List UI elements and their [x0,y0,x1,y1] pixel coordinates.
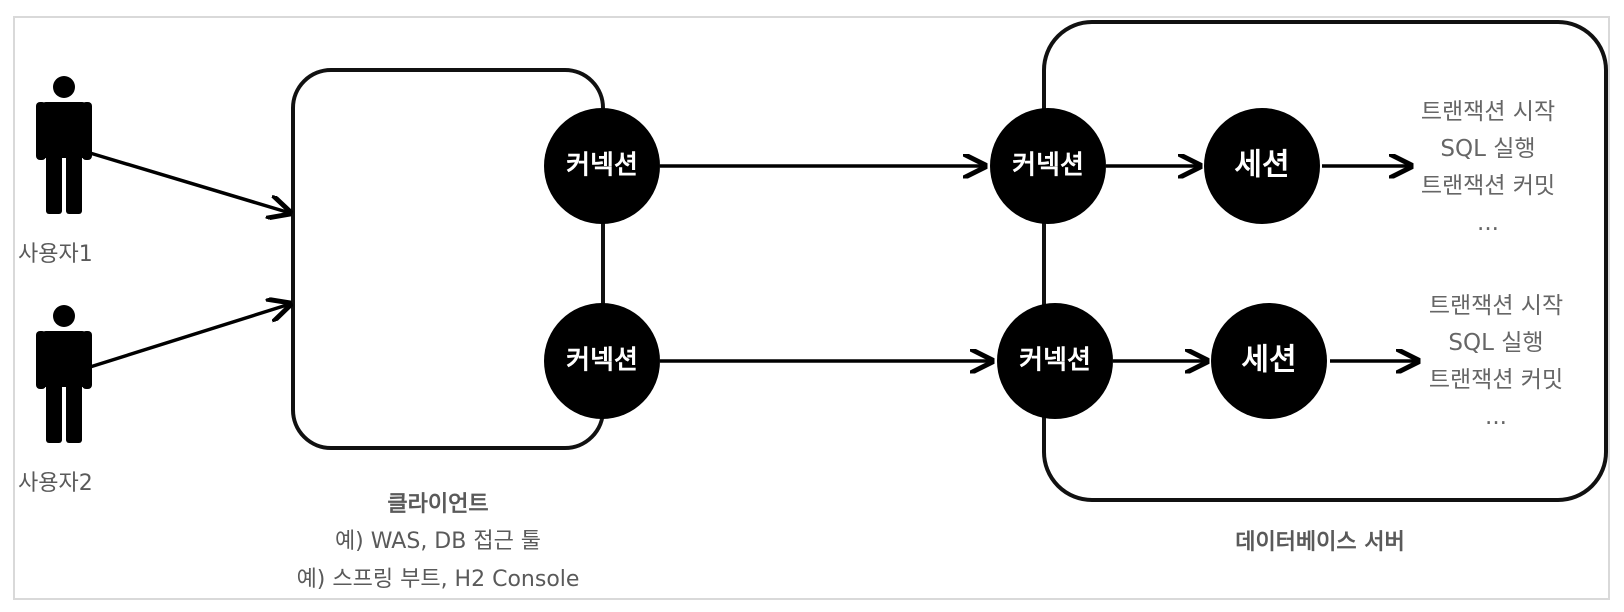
session-label: 세션 [1234,148,1289,183]
transaction-commit: 트랜잭션 커밋 [1428,367,1564,393]
server-connection-label: 커넥션 [1012,151,1084,181]
server-connection-node-1: 커넥션 [990,108,1106,224]
user-icon [36,305,92,443]
session-node-1: 세션 [1204,108,1320,224]
transaction-sql: SQL 실행 [1448,330,1544,356]
transaction-start: 트랜잭션 시작 [1420,99,1556,125]
client-title: 클라이언트 [387,492,489,517]
server-box [1042,20,1608,502]
user-icon [36,76,92,214]
transaction-start: 트랜잭션 시작 [1428,293,1564,319]
transaction-ellipsis: ... [1485,404,1507,430]
server-connection-label: 커넥션 [1019,346,1091,376]
client-connection-label: 커넥션 [566,346,638,376]
client-connection-label: 커넥션 [566,151,638,181]
server-title: 데이터베이스 서버 [1235,530,1405,555]
transaction-sql: SQL 실행 [1440,136,1536,162]
server-connection-node-2: 커넥션 [997,303,1113,419]
user-label-1: 사용자1 [18,242,93,267]
client-example-1: 예) WAS, DB 접근 툴 [334,529,542,554]
arrow-user1-to-client [89,151,290,213]
transaction-steps-1: 트랜잭션 시작 SQL 실행 트랜잭션 커밋 ... [1421,94,1555,242]
client-connection-node-2: 커넥션 [544,303,660,419]
client-example-2: 예) 스프링 부트, H2 Console [296,567,580,592]
session-node-2: 세션 [1211,303,1327,419]
client-box [291,68,605,450]
user-label-2: 사용자2 [18,471,93,496]
client-connection-node-1: 커넥션 [544,108,660,224]
arrow-user2-to-client [89,304,290,369]
transaction-commit: 트랜잭션 커밋 [1420,173,1556,199]
transaction-steps-2: 트랜잭션 시작 SQL 실행 트랜잭션 커밋 ... [1429,288,1563,436]
transaction-ellipsis: ... [1477,210,1499,236]
session-label: 세션 [1241,343,1296,378]
